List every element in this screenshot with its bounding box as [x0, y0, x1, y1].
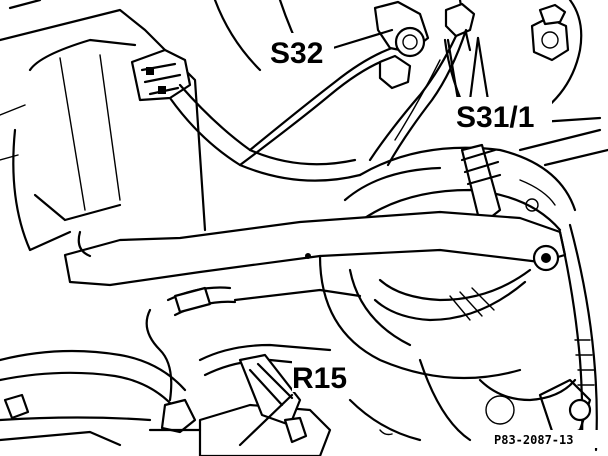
s32-fitting: [373, 0, 430, 90]
bottom-left-part: [0, 393, 122, 447]
right-cables: [373, 223, 598, 452]
label-r15: R15: [292, 362, 347, 395]
canister: [443, 0, 583, 127]
cross-member: [63, 210, 567, 287]
left-bracket: [0, 0, 207, 252]
lower-body: [318, 254, 592, 442]
reference-code: P83-2087-13: [494, 433, 573, 447]
callout-labels: S32 S31/1 R15: [270, 33, 552, 395]
upper-hoses: [168, 0, 394, 182]
lower-hoses: [0, 286, 362, 422]
central-assembly: [343, 128, 608, 232]
s31-1-connector: [368, 2, 476, 167]
label-s32: S32: [270, 37, 323, 70]
r15-component: [148, 353, 422, 456]
connector-clip: [130, 48, 192, 102]
label-s31-1: S31/1: [456, 101, 534, 134]
